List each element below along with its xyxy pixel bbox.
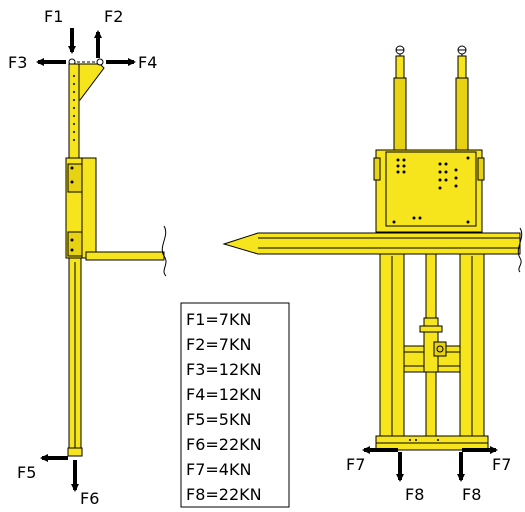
label-f2: F2 — [104, 7, 123, 26]
label-f8-left: F8 — [405, 485, 424, 504]
front-carriage — [375, 149, 483, 233]
front-view-forces — [362, 446, 498, 482]
side-carriage-inner-2 — [67, 231, 83, 257]
load-table: F1=7KN F2=7KN F3=12KN F4=12KN F5=5KN F6=… — [180, 302, 290, 508]
front-fork-break — [517, 227, 523, 273]
label-f8-right: F8 — [462, 485, 481, 504]
load-table-row: F7=4KN — [186, 460, 251, 479]
front-valve — [433, 341, 447, 357]
side-view-forces — [36, 28, 136, 492]
label-f1: F1 — [44, 7, 63, 26]
load-table-row: F2=7KN — [186, 335, 251, 354]
side-view — [65, 58, 167, 457]
label-f4: F4 — [138, 53, 157, 72]
side-view-labels: F1 F2 F3 F4 F5 F6 — [8, 7, 157, 508]
load-table-row: F8=22KN — [186, 485, 262, 504]
load-table-row: F3=12KN — [186, 360, 262, 379]
side-carriage-inner — [67, 163, 83, 193]
label-f7-right: F7 — [492, 455, 511, 474]
load-table-row: F4=12KN — [186, 385, 262, 404]
side-fork-platform — [85, 251, 165, 261]
label-f6: F6 — [80, 489, 99, 508]
load-table-row: F1=7KN — [186, 310, 251, 329]
label-f3: F3 — [8, 53, 27, 72]
front-carriage-holes — [392, 156, 470, 224]
side-upper-mast — [68, 63, 80, 165]
side-node-right — [96, 58, 104, 66]
load-table-box — [180, 302, 290, 508]
side-base — [67, 447, 83, 457]
load-table-row: F5=5KN — [186, 410, 251, 429]
label-f7-left: F7 — [346, 455, 365, 474]
load-table-row: F6=22KN — [186, 435, 262, 454]
side-fork-break — [161, 225, 167, 277]
front-view — [222, 45, 523, 451]
side-mast-holes — [73, 75, 75, 141]
front-fork-platform — [222, 232, 521, 255]
label-f5: F5 — [17, 463, 36, 482]
front-view-labels: F7 F7 F8 F8 — [346, 455, 511, 504]
